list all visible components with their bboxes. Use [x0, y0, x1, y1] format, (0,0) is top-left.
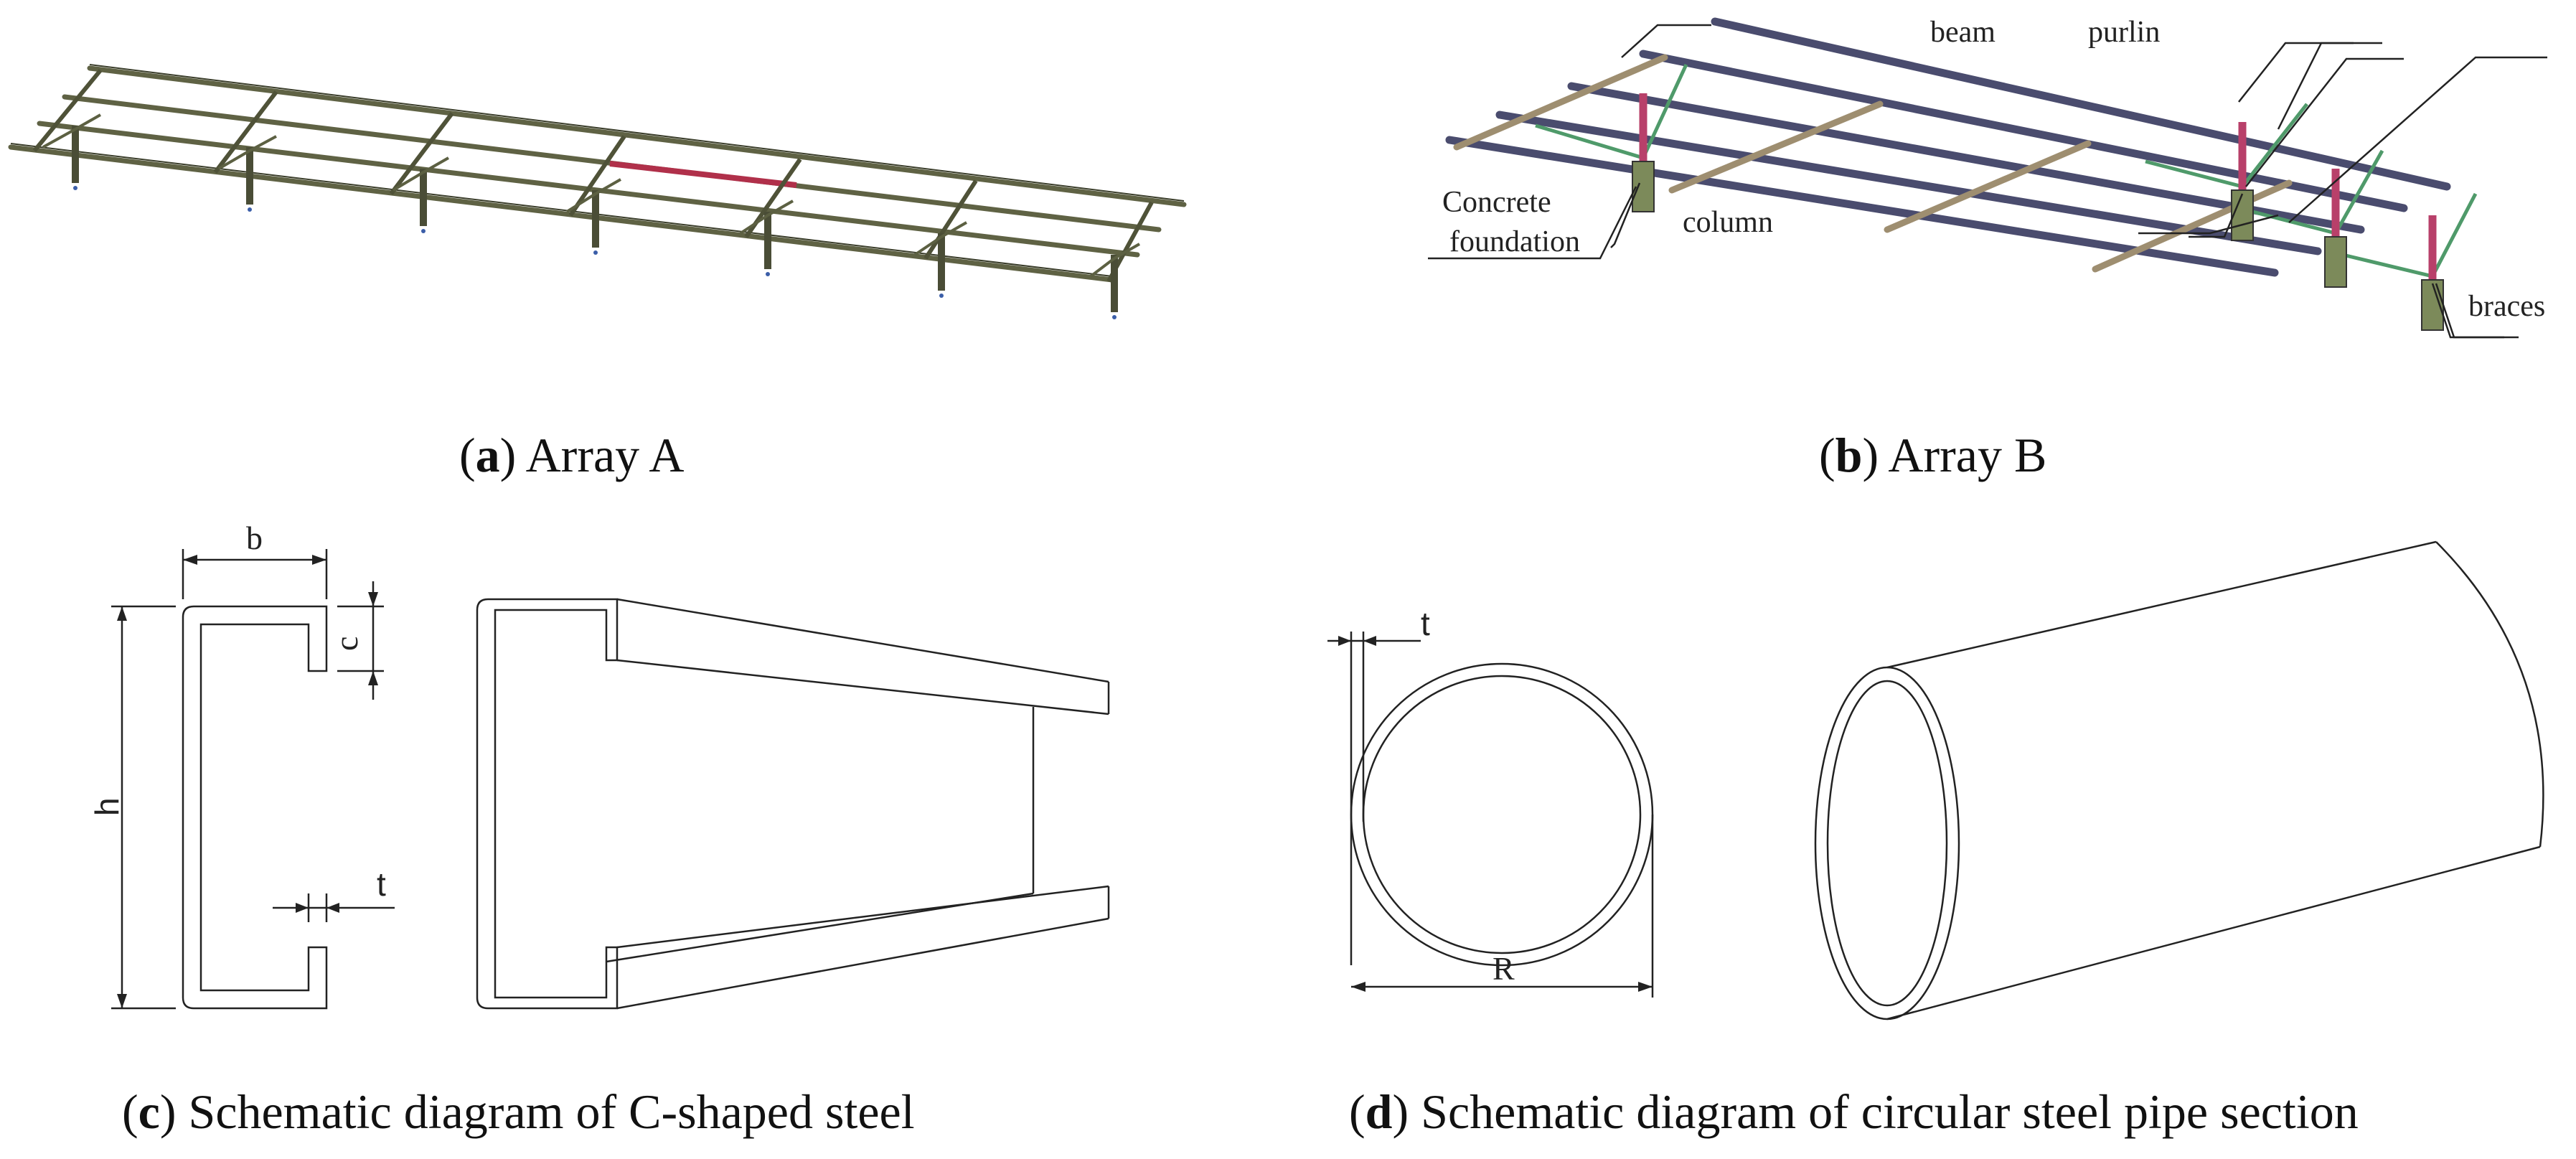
dim-label-c: c	[328, 637, 365, 651]
caption-text-c: Schematic diagram of C-shaped steel	[188, 1084, 915, 1139]
label-beam: beam	[1930, 16, 1996, 49]
dim-label-b: b	[246, 520, 263, 556]
label-braces: braces	[2468, 290, 2545, 323]
label-purlin: purlin	[2088, 16, 2160, 49]
caption-array-b: (b) Array B	[1819, 428, 2047, 482]
label-concrete: Concrete	[1442, 186, 1551, 219]
label-column: column	[1683, 206, 1773, 239]
label-foundation: foundation	[1449, 225, 1580, 258]
highlighted-beam	[609, 161, 797, 188]
panel-array-b: beam purlin Concrete foundation column b…	[1428, 0, 2547, 388]
array-a-frame-drawing	[8, 64, 1187, 319]
pipe-section-drawing: t R	[1327, 540, 2544, 1020]
caption-tag-c: c	[138, 1084, 160, 1139]
dim-label-t-pipe: t	[1421, 605, 1430, 642]
panel-circular-pipe: t R	[1327, 502, 2576, 1048]
caption-text-d: Schematic diagram of circular steel pipe…	[1421, 1084, 2359, 1139]
caption-tag-d: d	[1365, 1084, 1393, 1139]
panel-c-shaped-steel: b c h t	[0, 502, 1220, 1048]
c-section-drawing: b c h t	[88, 520, 1110, 1010]
dim-label-r: R	[1493, 950, 1515, 987]
caption-text-a: Array A	[525, 428, 685, 482]
caption-tag-b: b	[1835, 428, 1863, 482]
caption-circular-pipe: (d) Schematic diagram of circular steel …	[1349, 1084, 2359, 1139]
caption-text-b: Array B	[1888, 428, 2047, 482]
panel-array-a	[0, 0, 1220, 373]
caption-c-shaped-steel: (c) Schematic diagram of C-shaped steel	[122, 1084, 915, 1139]
caption-tag-a: a	[475, 428, 500, 482]
dim-label-h: h	[88, 797, 126, 816]
caption-array-a: (a) Array A	[459, 428, 685, 482]
dim-label-t: t	[377, 865, 386, 903]
array-b-frame-drawing: beam purlin Concrete foundation column b…	[1428, 16, 2547, 339]
